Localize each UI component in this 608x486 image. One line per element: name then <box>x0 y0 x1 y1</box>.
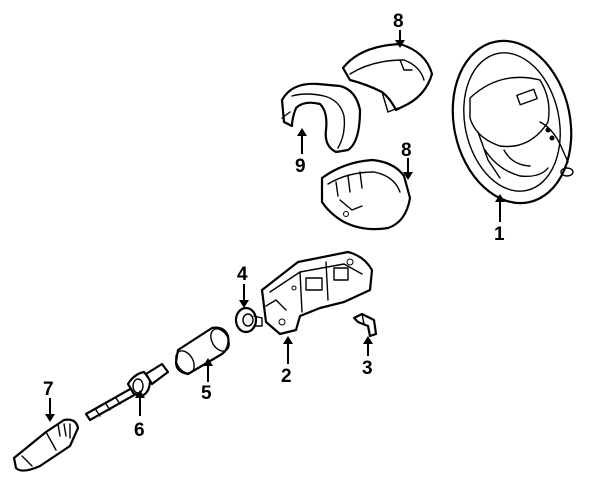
steering-wheel-part <box>451 39 574 205</box>
callout-7: 7 <box>43 379 54 400</box>
lever-part <box>12 418 80 472</box>
callout-4: 4 <box>237 264 248 285</box>
bracket-part <box>352 312 378 338</box>
lower-shroud-part <box>320 158 412 231</box>
callout-2: 2 <box>281 366 292 387</box>
bushing-part <box>234 306 263 334</box>
callout-8-upper: 8 <box>393 11 404 32</box>
upper-shroud-part <box>341 42 434 113</box>
callout-9: 9 <box>295 156 306 177</box>
trim-ring-part <box>280 82 362 154</box>
sleeve-part <box>174 326 230 376</box>
lock-cylinder-part <box>84 362 170 422</box>
callout-6: 6 <box>134 420 145 441</box>
callout-8-lower: 8 <box>401 140 412 161</box>
column-housing-part <box>260 250 374 336</box>
callout-5: 5 <box>201 383 212 404</box>
leader-lines <box>45 30 505 422</box>
callout-3: 3 <box>362 358 373 379</box>
callout-1: 1 <box>494 224 505 245</box>
